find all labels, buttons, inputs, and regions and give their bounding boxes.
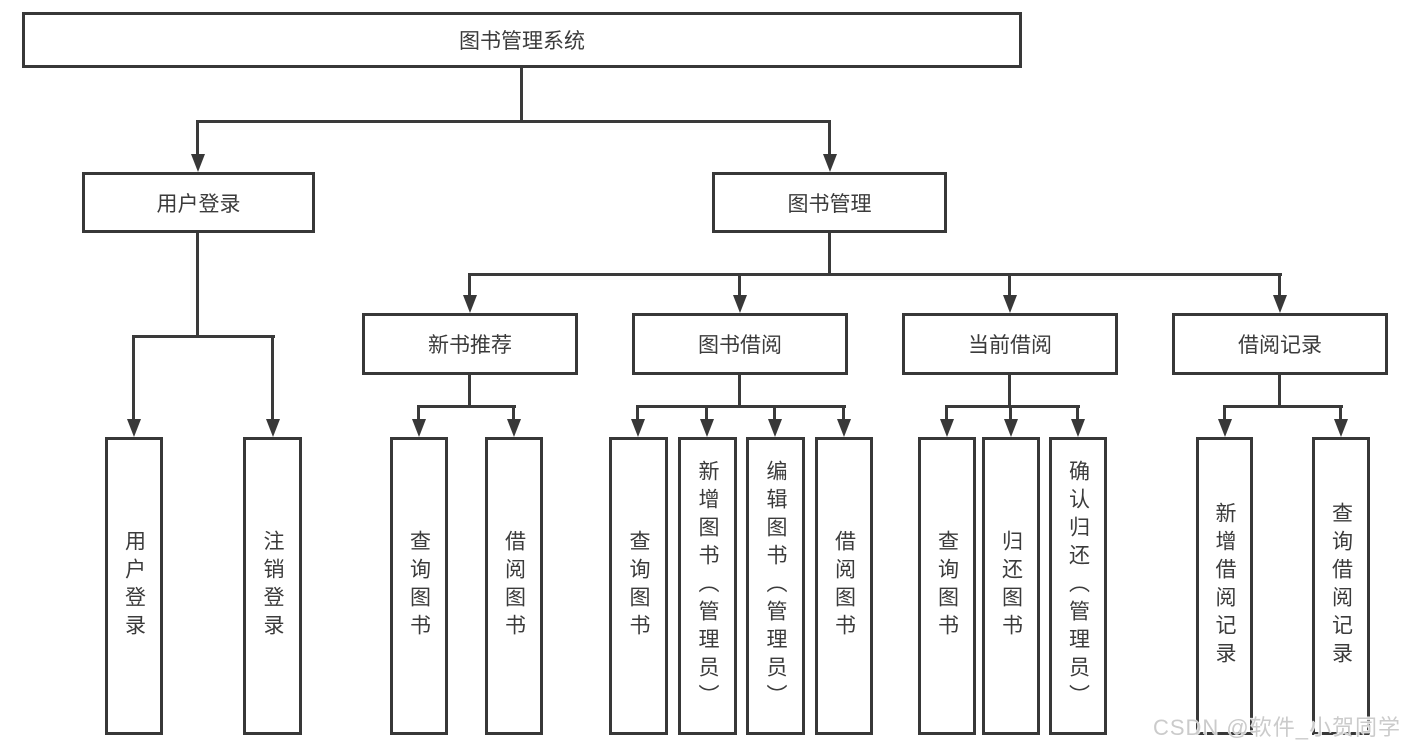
connector-records-drop-1 xyxy=(1223,405,1226,423)
connector-mgmt-rail xyxy=(468,273,1282,276)
leaf-current-confirm-label: 确认归还（管理员） xyxy=(1066,460,1090,712)
leaf-logout: 注销登录 xyxy=(243,437,302,735)
node-root: 图书管理系统 xyxy=(22,12,1022,68)
connector-borrow-drop-1 xyxy=(636,405,639,423)
leaf-user-login: 用户登录 xyxy=(105,437,163,735)
leaf-current-return-label: 归还图书 xyxy=(999,530,1023,642)
leaf-current-return: 归还图书 xyxy=(982,437,1040,735)
leaf-newbook-borrow-label: 借阅图书 xyxy=(502,530,526,642)
connector-borrow-stem xyxy=(738,375,741,407)
leaf-records-add-label: 新增借阅记录 xyxy=(1213,502,1237,670)
arrow-newbook-borrow xyxy=(507,419,521,437)
connector-newbook-rail xyxy=(417,405,516,408)
arrow-records-add xyxy=(1218,419,1232,437)
connector-login-drop-2 xyxy=(271,335,274,423)
arrow-current-confirm xyxy=(1071,419,1085,437)
connector-mgmt-drop-2 xyxy=(738,273,741,299)
connector-root-drop-right xyxy=(828,120,831,158)
arrow-to-new-book xyxy=(463,295,477,313)
leaf-borrow-query-label: 查询图书 xyxy=(627,530,651,642)
arrow-borrow-add xyxy=(700,419,714,437)
leaf-current-query: 查询图书 xyxy=(918,437,976,735)
arrow-to-leaf-logout xyxy=(266,419,280,437)
connector-mgmt-drop-4 xyxy=(1278,273,1281,299)
leaf-logout-label: 注销登录 xyxy=(261,530,285,642)
arrow-current-return xyxy=(1004,419,1018,437)
connector-current-drop-2 xyxy=(1009,405,1012,423)
connector-root-stem xyxy=(520,68,523,122)
connector-borrow-drop-3 xyxy=(773,405,776,423)
node-current-borrow: 当前借阅 xyxy=(902,313,1118,375)
leaf-borrow-add: 新增图书（管理员） xyxy=(678,437,737,735)
node-new-book-recommend: 新书推荐 xyxy=(362,313,578,375)
connector-current-stem xyxy=(1008,375,1011,407)
leaf-borrow-query: 查询图书 xyxy=(609,437,668,735)
leaf-current-query-label: 查询图书 xyxy=(935,530,959,642)
leaf-records-add: 新增借阅记录 xyxy=(1196,437,1253,735)
connector-records-stem xyxy=(1278,375,1281,407)
arrow-to-book-management xyxy=(823,154,837,172)
node-book-borrow-label: 图书借阅 xyxy=(698,334,782,357)
node-book-management-label: 图书管理 xyxy=(787,192,872,216)
arrow-borrow-query xyxy=(631,419,645,437)
node-user-login: 用户登录 xyxy=(82,172,315,233)
node-new-book-label: 新书推荐 xyxy=(428,334,512,357)
leaf-borrow-borrow-label: 借阅图书 xyxy=(832,530,856,642)
leaf-current-confirm: 确认归还（管理员） xyxy=(1049,437,1107,735)
node-book-management: 图书管理 xyxy=(712,172,947,233)
leaf-borrow-add-label: 新增图书（管理员） xyxy=(696,460,720,712)
leaf-records-query: 查询借阅记录 xyxy=(1312,437,1370,735)
arrow-borrow-borrow xyxy=(837,419,851,437)
connector-login-rail xyxy=(132,335,275,338)
node-user-login-label: 用户登录 xyxy=(156,192,241,216)
arrow-to-user-login xyxy=(191,154,205,172)
connector-newbook-drop-1 xyxy=(417,405,420,423)
connector-mgmt-stem xyxy=(828,233,831,275)
connector-login-stem xyxy=(196,233,199,337)
leaf-borrow-borrow: 借阅图书 xyxy=(815,437,873,735)
connector-records-drop-2 xyxy=(1339,405,1342,423)
connector-mgmt-drop-3 xyxy=(1008,273,1011,299)
connector-current-drop-1 xyxy=(945,405,948,423)
node-current-borrow-label: 当前借阅 xyxy=(968,334,1052,357)
connector-records-rail xyxy=(1223,405,1343,408)
node-borrow-records-label: 借阅记录 xyxy=(1238,334,1322,357)
connector-borrow-drop-4 xyxy=(842,405,845,423)
arrow-borrow-edit xyxy=(768,419,782,437)
connector-newbook-drop-2 xyxy=(512,405,515,423)
leaf-newbook-query: 查询图书 xyxy=(390,437,448,735)
leaf-user-login-label: 用户登录 xyxy=(122,530,146,642)
arrow-to-book-borrow xyxy=(733,295,747,313)
connector-newbook-stem xyxy=(468,375,471,407)
leaf-newbook-borrow: 借阅图书 xyxy=(485,437,543,735)
connector-root-drop-left xyxy=(196,120,199,158)
node-borrow-records: 借阅记录 xyxy=(1172,313,1388,375)
connector-mgmt-drop-1 xyxy=(468,273,471,299)
arrow-to-leaf-user-login xyxy=(127,419,141,437)
leaf-borrow-edit-label: 编辑图书（管理员） xyxy=(764,460,788,712)
leaf-records-query-label: 查询借阅记录 xyxy=(1329,502,1353,670)
arrow-records-query xyxy=(1334,419,1348,437)
arrow-to-borrow-records xyxy=(1273,295,1287,313)
connector-login-drop-1 xyxy=(132,335,135,423)
connector-root-rail xyxy=(196,120,831,123)
leaf-newbook-query-label: 查询图书 xyxy=(407,530,431,642)
connector-current-drop-3 xyxy=(1076,405,1079,423)
arrow-newbook-query xyxy=(412,419,426,437)
leaf-borrow-edit: 编辑图书（管理员） xyxy=(746,437,805,735)
connector-borrow-rail xyxy=(636,405,846,408)
connector-borrow-drop-2 xyxy=(705,405,708,423)
node-root-label: 图书管理系统 xyxy=(459,30,585,53)
arrow-current-query xyxy=(940,419,954,437)
arrow-to-current-borrow xyxy=(1003,295,1017,313)
connector-current-rail xyxy=(945,405,1080,408)
node-book-borrow: 图书借阅 xyxy=(632,313,848,375)
